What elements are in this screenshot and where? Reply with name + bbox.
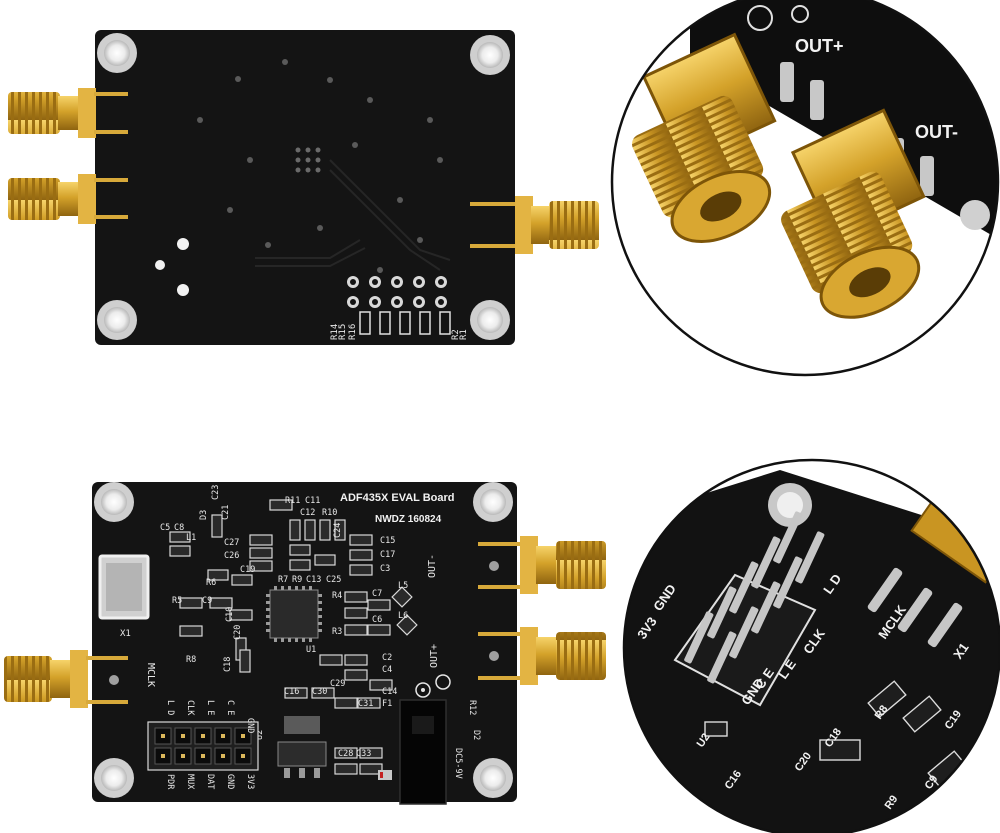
- silk-c31: C31: [358, 699, 373, 709]
- silk-r6: R6: [206, 578, 216, 588]
- smd-parts: [169, 499, 418, 775]
- silk-r8: R8: [186, 655, 196, 665]
- silk-l5: L5: [398, 581, 408, 591]
- thermal-vias: [295, 147, 321, 173]
- silk-r7: R7: [278, 575, 288, 585]
- silkscreen-refs: C23 D3 C21 R11 C11 C12 R10 C24 C15 C17 C…: [160, 485, 481, 759]
- board-top-view: ADF435X EVAL Board NWDZ 160824 X1: [4, 482, 606, 805]
- zoom-sma-1: [632, 32, 777, 243]
- silk-c28: C28: [338, 749, 353, 759]
- silk-c16: C16: [284, 687, 299, 697]
- silk-c12: C12: [300, 508, 315, 518]
- zoom-label-out-plus: OUT+: [795, 36, 844, 56]
- silk-c3: C3: [380, 564, 390, 574]
- silk-c29: C29: [330, 679, 345, 689]
- silk-r4: R4: [332, 591, 342, 601]
- pin-label-dat: DAT: [205, 774, 215, 789]
- board-bottom-view: R15 R16 R14 R1 R2: [8, 30, 599, 345]
- silk-d3: D3: [199, 510, 209, 520]
- vias: [197, 59, 443, 273]
- silk-c26: C26: [224, 551, 239, 561]
- silk-c2: C2: [382, 653, 392, 663]
- silk-c10: C10: [225, 607, 235, 622]
- pin-label-ld: L D: [165, 700, 175, 715]
- silk-r15: R15: [338, 324, 348, 340]
- silk-c33: C33: [356, 749, 371, 759]
- silk-c15: C15: [380, 536, 395, 546]
- pin-label-ce: C E: [225, 700, 235, 715]
- silk-c20: C20: [233, 625, 243, 640]
- silk-d2: D2: [471, 730, 481, 740]
- silk-r3: R3: [332, 627, 342, 637]
- zoom-output-connectors: OUT+ OUT-: [610, 0, 1000, 377]
- board-title: ADF435X EVAL Board: [340, 492, 455, 504]
- zoom-sma-2: [781, 108, 926, 319]
- silk-r5: R5: [172, 596, 182, 606]
- silk-r11: R11: [285, 496, 300, 506]
- dc-power-jack: DC5-9V: [399, 674, 463, 805]
- silk-c11: C11: [305, 496, 320, 506]
- mounting-holes: [97, 33, 510, 340]
- silk-c19: C19: [240, 565, 255, 575]
- silk-c14: C14: [382, 687, 397, 697]
- pin-label-gnd-top: GND: [245, 718, 255, 733]
- silk-c6: C6: [372, 615, 382, 625]
- pin-label-pdr: PDR: [165, 774, 175, 790]
- silk-r12: R12: [467, 700, 477, 715]
- pin-label-gnd-bottom: GND: [225, 774, 235, 789]
- silk-r2: R2: [451, 329, 461, 340]
- silk-out-plus: OUT+: [429, 644, 440, 668]
- silk-c30: C30: [312, 687, 327, 697]
- pin-label-clk: CLK: [185, 700, 195, 716]
- silk-c18: C18: [223, 657, 233, 672]
- silk-x1: X1: [120, 629, 131, 639]
- zoom-label-out-minus: OUT-: [915, 122, 958, 142]
- silk-c8: C8: [174, 523, 184, 533]
- zoom-label-x1: X1: [950, 640, 971, 662]
- silk-l1: L1: [186, 533, 196, 543]
- silk-c9: C9: [202, 596, 212, 606]
- silk-mclk: MCLK: [145, 663, 156, 687]
- mounting-holes-top: [94, 482, 513, 798]
- silk-power: DC5-9V: [453, 748, 463, 779]
- silk-c7: C7: [372, 589, 382, 599]
- silk-out-minus: OUT-: [427, 554, 438, 578]
- silk-c4: C4: [382, 665, 392, 675]
- sma-mclk-connector: [4, 650, 128, 708]
- silk-r10: R10: [322, 508, 337, 518]
- pin-label-le: L E: [205, 700, 215, 715]
- sma-connector-left-1: [8, 88, 128, 138]
- silk-r16: R16: [348, 324, 358, 340]
- silk-c21: C21: [221, 505, 231, 520]
- pin-header: GND C E L E CLK L D 3V3 GND DAT MUX PDR: [147, 700, 259, 790]
- pin-label-3v3: 3V3: [245, 774, 255, 789]
- board-subtitle: NWDZ 160824: [375, 514, 442, 525]
- sma-connector-right: [470, 196, 599, 254]
- silk-f1: F1: [382, 699, 392, 709]
- silk-r9: R9: [292, 575, 302, 585]
- zoom-pin-header: GND 3V3 L D CLK L E C E GND MCLK X1: [622, 458, 1000, 833]
- silk-c27: C27: [224, 538, 239, 548]
- silk-r14: R14: [330, 324, 340, 340]
- silk-c24: C24: [333, 523, 343, 538]
- silk-u1: U1: [306, 645, 316, 655]
- silk-c23: C23: [211, 485, 221, 500]
- silk-u2: U2: [255, 730, 265, 740]
- silk-c25: C25: [326, 575, 341, 585]
- sma-out-plus-connector: [478, 627, 606, 685]
- pll-chip: [266, 586, 322, 642]
- sma-connector-left-2: [8, 174, 128, 224]
- silk-c17: C17: [380, 550, 395, 560]
- silk-l6: L6: [398, 611, 408, 621]
- voltage-regulator: [277, 716, 327, 778]
- silk-c13: C13: [306, 575, 321, 585]
- pin-label-mux: MUX: [185, 774, 195, 790]
- silk-r1: R1: [459, 329, 469, 340]
- silk-c5: C5: [160, 523, 170, 533]
- header-pads: [347, 276, 451, 335]
- sma-out-minus-connector: [478, 536, 606, 594]
- crystal-oscillator: X1: [98, 554, 150, 639]
